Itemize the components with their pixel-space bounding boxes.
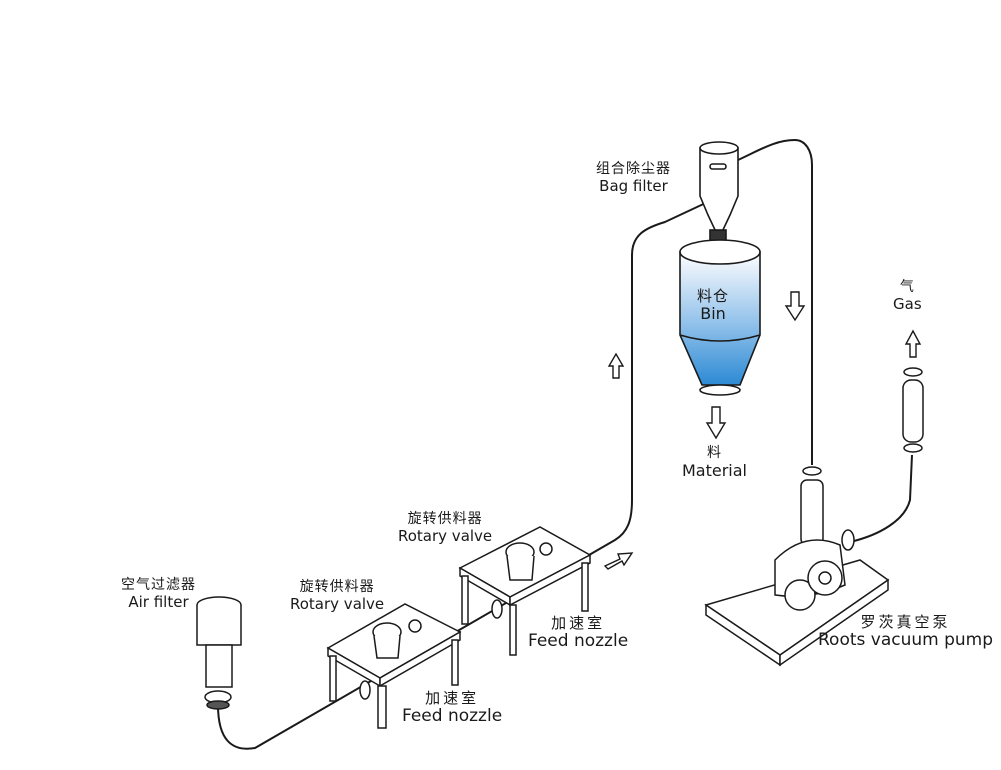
rotary-valve-1-en: Rotary valve (290, 594, 385, 613)
bag-filter-en: Bag filter (599, 176, 668, 195)
flow-arrow-upright (603, 552, 634, 570)
flow-arrow-up-gas (904, 329, 922, 358)
air-filter-zh: 空气过滤器 (121, 577, 196, 593)
flow-arrow-down-material (705, 406, 727, 440)
feed-nozzle-2-en: Feed nozzle (528, 630, 629, 651)
rotary-valve-1-zh: 旋转供料器 (299, 579, 375, 595)
air-filter (196, 596, 242, 710)
roots-vacuum-pump (704, 466, 890, 667)
label-material: 料 Material (682, 445, 747, 480)
bin-en: Bin (700, 303, 726, 323)
conveying-pipe (217, 199, 713, 750)
flow-arrow-down-1 (784, 291, 806, 322)
flow-arrow-up-1 (607, 352, 625, 379)
rotary-valve-2-zh: 旋转供料器 (407, 511, 483, 527)
feed-nozzle-1-en: Feed nozzle (402, 705, 503, 726)
label-rotary-valve-2: 旋转供料器 Rotary valve (398, 511, 493, 545)
exhaust-pipe (849, 454, 913, 543)
label-feed-nozzle-2: 加速室 Feed nozzle (528, 615, 628, 651)
roots-pump-zh: 罗茨真空泵 (860, 613, 951, 631)
label-bin: 料仓 Bin (697, 288, 729, 323)
air-filter-en: Air filter (128, 592, 189, 611)
label-gas: 气 Gas (893, 279, 922, 313)
feed-nozzle-1-zh: 加速室 (425, 689, 480, 707)
bin (679, 239, 761, 396)
silencer (902, 367, 924, 453)
roots-pump-en: Roots vacuum pump (818, 629, 994, 650)
bag-filter (699, 141, 739, 245)
label-feed-nozzle-1: 加速室 Feed nozzle (402, 690, 502, 726)
label-roots-pump: 罗茨真空泵 Roots vacuum pump (818, 614, 993, 650)
suction-pipe (737, 138, 813, 465)
feed-nozzle-2-zh: 加速室 (551, 614, 606, 632)
gas-zh: 气 (899, 279, 915, 295)
rotary-valve-2-en: Rotary valve (398, 526, 493, 545)
bag-filter-zh: 组合除尘器 (596, 161, 671, 177)
rotary-valve-stand-1 (326, 603, 462, 729)
material-zh: 料 (707, 445, 722, 461)
material-en: Material (682, 460, 747, 480)
label-air-filter: 空气过滤器 Air filter (121, 577, 196, 611)
gas-en: Gas (893, 294, 922, 313)
label-rotary-valve-1: 旋转供料器 Rotary valve (290, 579, 385, 613)
bin-zh: 料仓 (697, 287, 730, 305)
rotary-valve-stand-2 (458, 526, 592, 656)
label-bag-filter: 组合除尘器 Bag filter (596, 161, 671, 195)
